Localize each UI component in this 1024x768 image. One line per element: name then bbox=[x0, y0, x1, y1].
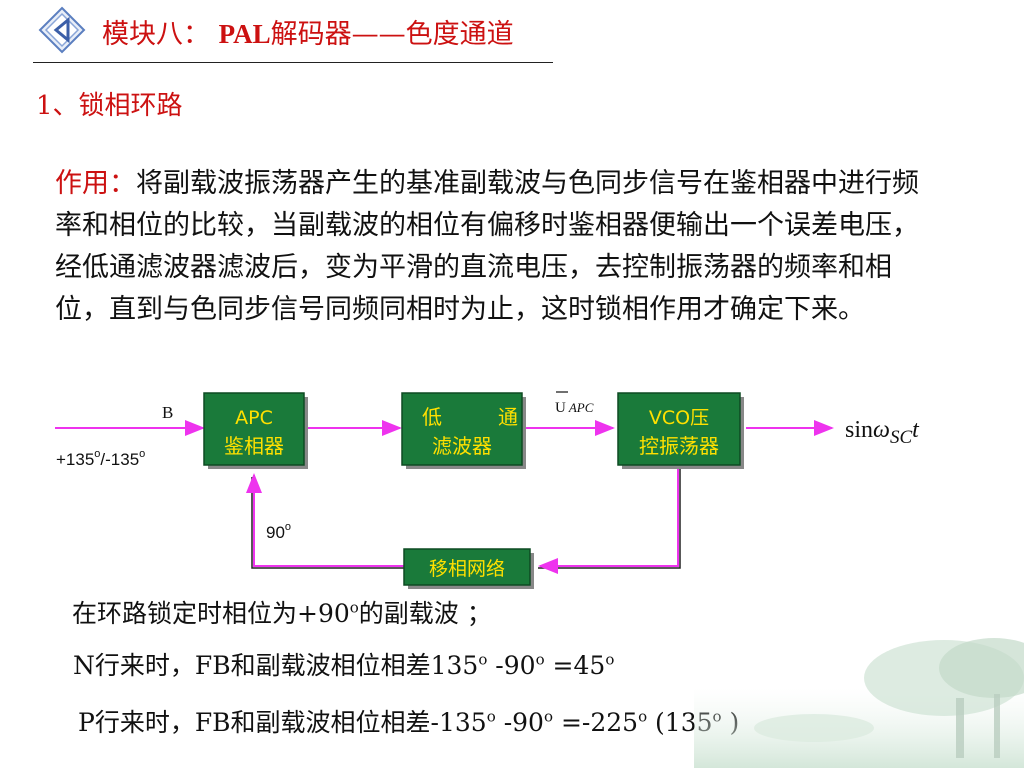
phase-to-apc-arrow bbox=[246, 473, 404, 567]
title-suffix: 解码器——色度通道 bbox=[270, 19, 514, 50]
apc-block-line1: APC bbox=[235, 407, 273, 429]
output-label: sinωSCt bbox=[845, 417, 920, 448]
vco-to-phase-arrow bbox=[538, 468, 679, 574]
title-prefix: 模块八： bbox=[102, 19, 210, 50]
page-title: 模块八： PAL解码器——色度通道 bbox=[102, 16, 514, 53]
note-line-1: 在环路锁定时相位为+90o的副载波 ； bbox=[72, 598, 492, 628]
section-heading: 1、锁相环路 bbox=[36, 91, 183, 121]
note-line-3: P行来时，FB和副载波相位相差-135o -90o =-225o (135o ) bbox=[78, 707, 739, 737]
vco-block-line1: VCO压 bbox=[649, 407, 709, 429]
note-line-2: N行来时，FB和副载波相位相差135o -90o =45o bbox=[73, 650, 615, 680]
decorative-tree-image bbox=[694, 638, 1024, 768]
title-divider bbox=[33, 62, 553, 63]
body-paragraph: 作用：将副载波振荡器产生的基准副载波与色同步信号在鉴相器中进行频率和相位的比较，… bbox=[55, 163, 945, 331]
pll-block-diagram: APC 鉴相器 低 通 滤波器 VCO压 控振荡器 移相网络 B +135o/-… bbox=[55, 391, 920, 589]
phase-shift-label: 移相网络 bbox=[429, 558, 505, 580]
input-label-b: B bbox=[162, 403, 173, 422]
input-phase-label: +135o/-135o bbox=[56, 448, 145, 469]
lpf-block: 低 通 滤波器 bbox=[401, 392, 526, 469]
feedback-line-dark bbox=[538, 468, 681, 569]
body-lead: 作用： bbox=[55, 168, 136, 199]
apc-block: APC 鉴相器 bbox=[203, 392, 308, 469]
feedback-phase-label: 90o bbox=[266, 521, 291, 542]
title-latin: PAL bbox=[218, 19, 271, 49]
feedback-return-dark bbox=[251, 477, 404, 569]
vco-block-line2: 控振荡器 bbox=[639, 434, 719, 458]
lpf-block-line1b: 通 bbox=[498, 405, 518, 429]
apc-block-line2: 鉴相器 bbox=[224, 434, 284, 458]
logo-diamond-icon bbox=[38, 6, 86, 54]
lpf-block-line1a: 低 bbox=[422, 405, 442, 429]
lpf-block-line2: 滤波器 bbox=[432, 434, 492, 458]
phase-shift-block: 移相网络 bbox=[403, 548, 534, 589]
body-text: 将副载波振荡器产生的基准副载波与色同步信号在鉴相器中进行频率和相位的比较，当副载… bbox=[55, 168, 919, 325]
vco-block: VCO压 控振荡器 bbox=[617, 392, 744, 469]
